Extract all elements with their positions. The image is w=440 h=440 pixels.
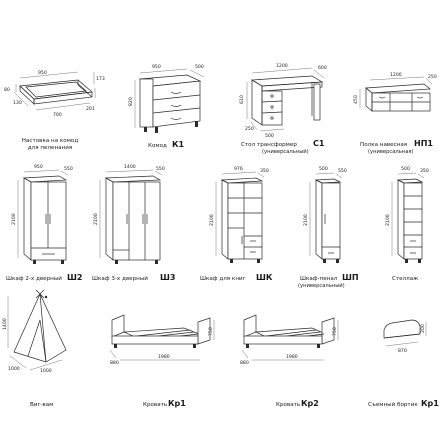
dim-label: 870 <box>398 348 407 354</box>
dim-label: 2100 <box>303 214 309 226</box>
item-caption: Полка навесная <box>360 142 407 148</box>
item-caption-sub: (универсальный) <box>262 148 309 155</box>
item-code: ШП <box>342 273 359 282</box>
dim-label: 130 <box>13 100 22 106</box>
bed2-drawing <box>243 314 335 348</box>
dim-label: 950 <box>152 64 161 70</box>
dim-label: 250 <box>428 74 437 80</box>
shelf-drawing <box>365 83 431 112</box>
item-caption: Виг-вам <box>30 402 53 408</box>
item-code: Ш2 <box>67 273 82 282</box>
dim-label: 550 <box>156 166 165 172</box>
dim-label: 1980 <box>158 354 170 360</box>
bed-rail-drawing <box>383 319 421 339</box>
chest-drawing <box>138 74 202 133</box>
item-caption: Шкаф для книг <box>200 276 246 282</box>
dim-label: 700 <box>53 112 62 118</box>
dim-label: 1200 <box>276 63 288 69</box>
bed1-drawing <box>111 314 211 348</box>
item-chest-k1: 950 500 820 Комод К1 <box>128 64 205 149</box>
dim-label: 950 <box>34 164 43 170</box>
dim-label: 2100 <box>93 213 99 225</box>
wardrobe3-drawing <box>104 175 162 264</box>
item-code: С1 <box>313 139 325 148</box>
item-code: Кр2 <box>301 399 319 408</box>
dim-label: 880 <box>110 360 119 366</box>
item-caption: Настовка на комод <box>22 138 79 144</box>
item-caption: Кровать <box>276 402 300 408</box>
dim-label: 350 <box>420 168 429 174</box>
item-wardrobe-sh2: 950 550 2100 Шкаф 2-х дверный Ш2 <box>6 164 82 282</box>
wardrobe2-drawing <box>22 175 68 264</box>
item-wardrobe-sh3: 1400 550 2100 Шкаф 3-х дверный Ш3 <box>92 164 175 282</box>
item-caption: Стол трансформер <box>241 142 297 148</box>
item-desk-c1: 1200 600 610 500 250 Стол трансформер С1… <box>239 63 327 155</box>
rack-drawing <box>396 178 424 263</box>
item-caption: Шкаф 3-х дверный <box>92 275 148 282</box>
dim-label: 750 <box>332 327 338 336</box>
dim-label: 820 <box>128 97 134 106</box>
item-changing-top: 950 80 130 201 700 173 Настовка на комод… <box>4 70 105 151</box>
item-pencil-shp: 500 550 2100 Шкаф-пенал ШП (универсальны… <box>298 166 359 289</box>
item-teepee: 1400 1000 1000 Виг-вам <box>2 289 67 408</box>
dim-label: 550 <box>64 166 73 172</box>
dim-label: 500 <box>401 166 410 172</box>
dim-label: 880 <box>240 360 249 366</box>
item-caption-sub: (универсальная) <box>368 149 414 155</box>
dim-label: 1200 <box>390 72 402 78</box>
desk-drawing <box>250 75 324 126</box>
dim-label: 2100 <box>385 214 391 226</box>
item-caption-sub: для пеленания <box>28 145 72 151</box>
item-caption-sub: (универсальный) <box>298 282 345 289</box>
teepee-drawing <box>13 289 67 363</box>
dim-label: 1000 <box>40 368 52 374</box>
item-code: НП1 <box>414 139 433 148</box>
dim-label: 500 <box>319 166 328 172</box>
dim-label: 750 <box>208 327 214 336</box>
dim-label: 350 <box>260 168 269 174</box>
dim-label: 250 <box>245 126 254 132</box>
item-code: Ш3 <box>160 273 175 282</box>
item-code: Кр1 <box>168 399 186 408</box>
item-caption: Шкаф-пенал <box>300 276 338 282</box>
dim-label: 600 <box>318 65 327 71</box>
item-code: К1 <box>172 140 185 149</box>
dim-label: 80 <box>4 87 10 93</box>
dim-label: 950 <box>38 70 47 76</box>
dim-label: 610 <box>239 95 245 104</box>
dim-label: 976 <box>234 166 243 172</box>
dim-label: 1980 <box>286 354 298 360</box>
item-bookcase-shk: 976 350 2100 Шкаф для книг ШК <box>200 166 273 282</box>
item-shelf-np1: 1200 250 450 Полка навесная НП1 (универс… <box>353 72 437 155</box>
item-bed-rail: 870 200 Съемный бортик Кр1 <box>368 319 439 408</box>
item-caption: Кровать <box>143 402 167 408</box>
dim-label: 173 <box>96 76 105 82</box>
dim-label: 2100 <box>209 214 215 226</box>
item-rack: 500 350 2100 Стеллаж <box>385 166 429 282</box>
dim-label: 500 <box>195 64 204 70</box>
changing-top-drawing <box>19 79 93 105</box>
item-code: Кр1 <box>421 399 439 408</box>
item-caption: Комод <box>148 143 167 149</box>
item-code: ШК <box>256 273 273 282</box>
dim-label: 1400 <box>2 318 8 330</box>
dim-label: 2100 <box>11 213 17 225</box>
item-caption: Стеллаж <box>392 276 418 282</box>
item-caption: Шкаф 2-х дверный <box>6 275 62 282</box>
item-caption: Съемный бортик <box>368 401 418 408</box>
item-bed-kr2: 880 1980 750 Кровать Кр2 <box>240 314 339 408</box>
dim-label: 500 <box>265 133 274 139</box>
pencil-drawing <box>314 178 342 263</box>
dim-label: 1000 <box>8 366 20 372</box>
dim-label: 201 <box>86 106 95 112</box>
dim-label: 550 <box>338 168 347 174</box>
dim-label: 450 <box>353 95 359 104</box>
item-bed-kr1: 880 1980 750 Кровать Кр1 <box>109 314 215 408</box>
dim-label: 1400 <box>124 164 136 170</box>
dim-label: 200 <box>420 324 426 333</box>
bookcase-drawing <box>220 177 264 263</box>
